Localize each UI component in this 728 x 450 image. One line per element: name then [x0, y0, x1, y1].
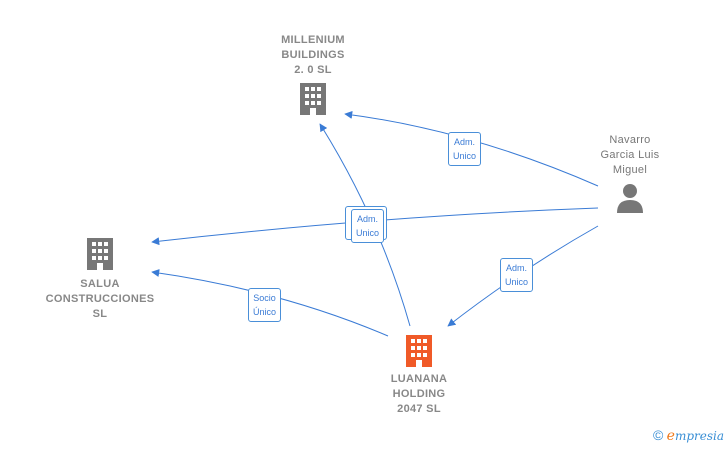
node-label-line: HOLDING [392, 388, 446, 400]
node-label-line: MILLENIUM [281, 34, 345, 46]
edge-label-line: Unico [356, 228, 380, 238]
building-icon [406, 335, 432, 367]
node-label-line: SALUA [80, 278, 120, 290]
node-label-line: CONSTRUCCIONES [45, 293, 155, 305]
person-icon [617, 184, 643, 213]
edge-label-line: Adm. [357, 214, 379, 224]
edge-label-socio-salua[interactable]: Socio Único [248, 288, 282, 322]
node-label-line: Miguel [612, 164, 648, 176]
node-navarro-garcia-luis-miguel[interactable]: Navarro Garcia Luis Miguel [585, 133, 675, 214]
edge-label-adm-luanana[interactable]: Adm. Unico [500, 258, 534, 292]
edge-label-line: Adm. [454, 137, 476, 147]
node-luanana-holding[interactable]: LUANANA HOLDING 2047 SL [369, 333, 469, 417]
node-label-line: 2. 0 SL [294, 64, 332, 76]
edge-label-line: Socio [253, 293, 276, 303]
building-icon [300, 83, 326, 115]
node-label-line: LUANANA [390, 373, 448, 385]
edge-label-adm-millenium[interactable]: Adm. Unico [448, 132, 482, 166]
edge-label-line: Unico [453, 151, 477, 161]
edge-label-line: Adm. [506, 263, 528, 273]
node-salua-construcciones[interactable]: SALUA CONSTRUCCIONES SL [38, 236, 162, 322]
edge-label-adm-salua[interactable]: Adm. Unico [351, 209, 385, 243]
edge-label-line: Unico [505, 277, 529, 287]
node-label-line: Navarro [609, 134, 651, 146]
brand-logo-text: mpresia [674, 429, 724, 443]
node-label-line: Garcia Luis [600, 149, 660, 161]
edge-label-line: Único [253, 307, 277, 317]
node-label-line: BUILDINGS [281, 49, 345, 61]
building-icon [87, 238, 113, 270]
node-label-line: 2047 SL [397, 403, 441, 415]
node-millenium-buildings[interactable]: MILLENIUM BUILDINGS 2. 0 SL [263, 33, 363, 117]
copyright-symbol: © [652, 427, 664, 443]
node-label-line: SL [92, 308, 108, 320]
copyright-footer: © empresia [653, 427, 724, 444]
brand-logo-initial: e [666, 428, 675, 444]
